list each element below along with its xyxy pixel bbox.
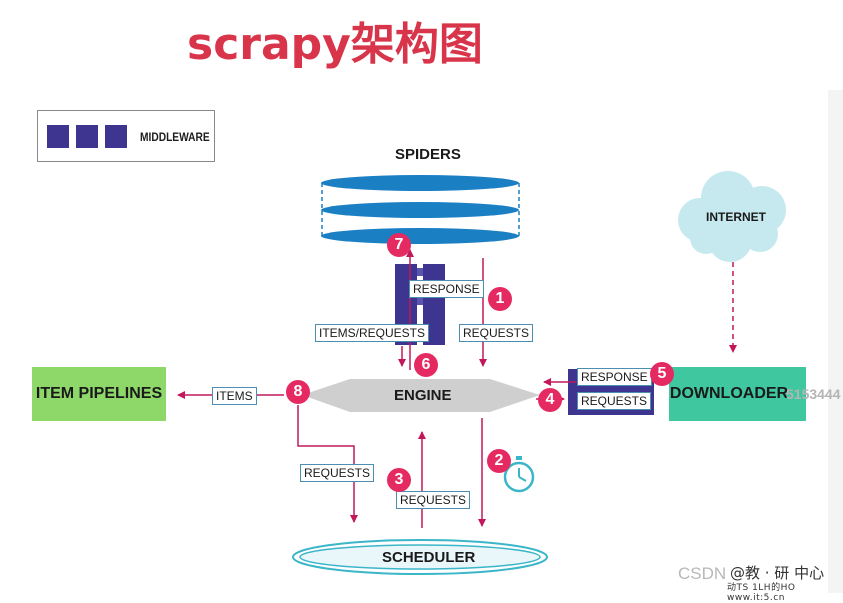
step-badge-3: 3 <box>387 468 411 492</box>
spiders-label: SPIDERS <box>395 146 461 163</box>
side-strip <box>828 90 843 593</box>
stopwatch-icon <box>503 456 535 493</box>
spider-disk <box>321 202 519 218</box>
page-title: scrapy架构图 <box>187 19 483 70</box>
downloader-box <box>669 367 806 421</box>
spider-disk <box>321 228 519 244</box>
step-badge-4: 4 <box>538 388 562 412</box>
step-badge-2: 2 <box>487 449 511 473</box>
ghost-text: 5153444 <box>786 386 841 402</box>
item-pipelines-box <box>32 367 166 421</box>
step-badge-5: 5 <box>650 362 674 386</box>
step-badge-6: 6 <box>414 353 438 377</box>
downloader-response-tag: RESPONSE <box>577 368 652 386</box>
middleware-swatch <box>76 125 98 148</box>
spiders-stack <box>321 175 520 244</box>
url-watermark: 动TS 1LH的HO www.it:5.cn <box>727 583 796 603</box>
item-pipelines-label: ITEM PIPELINES <box>35 385 163 402</box>
scheduler-shape <box>292 539 548 575</box>
response-tag: RESPONSE <box>409 280 484 298</box>
requests-from-scheduler-tag: REQUESTS <box>396 491 471 509</box>
spider-disk <box>321 175 519 191</box>
internet-label: INTERNET <box>706 210 766 224</box>
legend-label: MIDDLEWARE <box>140 130 210 144</box>
engine-shape <box>302 379 540 412</box>
arrow-requests-8 <box>297 405 358 523</box>
step-badge-8: 8 <box>286 380 310 404</box>
requests-tag: REQUESTS <box>459 324 534 342</box>
step-badge-7: 7 <box>387 233 411 257</box>
internet-cloud <box>678 171 786 262</box>
cn-watermark: @教 · 研 中心 <box>730 564 825 582</box>
items-tag: ITEMS <box>212 387 257 405</box>
legend: MIDDLEWARE <box>37 110 215 162</box>
scheduler-label: SCHEDULER <box>382 549 476 566</box>
step-badge-1: 1 <box>488 287 512 311</box>
downloader-requests-tag: REQUESTS <box>577 392 652 410</box>
downloader-label: DOWNLOADER <box>669 385 789 402</box>
middleware-swatch <box>105 125 127 148</box>
engine-label: ENGINE <box>394 387 452 404</box>
middleware-swatch <box>47 125 69 148</box>
csdn-watermark: CSDN <box>678 564 727 583</box>
requests-to-scheduler-tag: REQUESTS <box>300 464 375 482</box>
items-requests-tag: ITEMS/REQUESTS <box>315 324 430 342</box>
